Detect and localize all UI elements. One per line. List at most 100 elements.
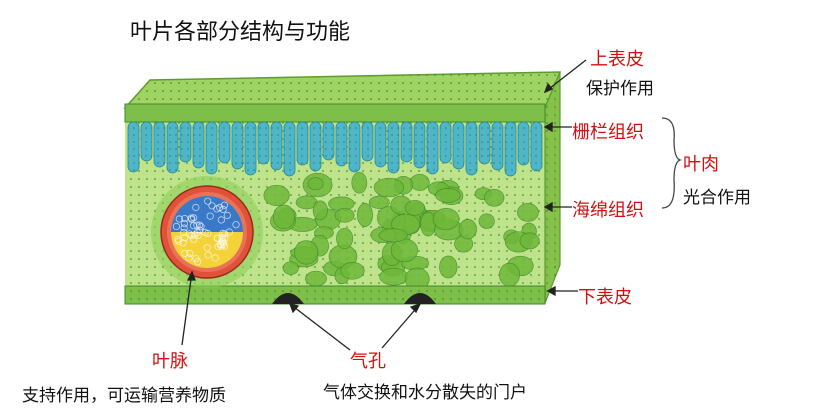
vein-cell	[219, 229, 227, 237]
spongy-cell	[409, 173, 430, 191]
spongy-cell	[294, 240, 319, 265]
vein-cell	[174, 235, 182, 243]
spongy-label: 海绵组织	[572, 200, 644, 221]
palisade-cell-texture	[193, 122, 204, 168]
palisade-cell-texture	[245, 122, 256, 175]
vein-cell	[193, 228, 201, 237]
upper-epidermis-label: 上表皮	[590, 49, 644, 70]
vein-cell	[185, 254, 193, 262]
spongy-cell	[373, 177, 405, 198]
vein-cell	[214, 234, 222, 242]
palisade-cell-texture	[232, 122, 243, 169]
vein-bundle	[151, 176, 263, 288]
palisade-cell-texture	[466, 122, 477, 175]
vein-cell	[217, 216, 225, 224]
vein-cell	[179, 239, 187, 247]
palisade-cell-texture	[258, 122, 269, 164]
spongy-cell	[368, 195, 390, 209]
spongy-cell	[390, 238, 419, 263]
vein-cell	[187, 214, 195, 222]
spongy-cell	[312, 200, 328, 221]
palisade-cell-texture	[518, 122, 529, 165]
vein-cell	[192, 255, 200, 263]
spongy-cell	[439, 255, 458, 279]
palisade-cell-texture	[310, 122, 321, 171]
spongy-cell	[435, 188, 461, 203]
spongy-cell	[404, 200, 426, 216]
vein-cell	[192, 203, 200, 212]
palisade-cell-texture	[427, 122, 438, 174]
palisade-cell-texture	[167, 122, 178, 173]
palisade-cell-texture	[505, 122, 516, 176]
vein-cell	[187, 231, 195, 240]
vein-cell	[180, 224, 188, 232]
vein-cell	[204, 251, 212, 259]
stoma-label: 气孔	[350, 351, 386, 372]
mesophyll-function: 光合作用	[683, 188, 751, 208]
palisade-cell-texture	[219, 122, 230, 163]
vein-cell	[204, 197, 212, 205]
vein-cell	[186, 249, 194, 258]
spongy-cell	[282, 261, 299, 275]
palisade-cell-texture	[479, 122, 490, 164]
pointer-lines	[181, 59, 683, 351]
vein-cell	[197, 223, 205, 231]
spongy-cell	[305, 270, 327, 287]
spongy-cell	[340, 262, 365, 280]
spongy-cell	[519, 232, 540, 250]
vein-cell	[185, 230, 193, 238]
vein-label: 叶脉	[152, 351, 188, 372]
palisade-cell-texture	[323, 122, 334, 160]
palisade-label: 栅栏组织	[572, 122, 644, 143]
vein-cell	[223, 211, 231, 219]
vein-cell	[196, 221, 204, 229]
vein-cell	[211, 254, 219, 262]
palisade-cell-texture	[375, 122, 386, 167]
palisade-cells	[127, 121, 543, 177]
spongy-cell	[263, 184, 290, 206]
spongy-cell	[458, 219, 477, 240]
spongy-cell	[432, 208, 460, 231]
palisade-cell-texture	[180, 122, 191, 162]
vein-cell	[180, 228, 188, 237]
spongy-cell	[484, 188, 505, 207]
palisade-cell-texture	[414, 122, 425, 168]
upper-epidermis-function: 保护作用	[586, 79, 654, 99]
vein-function: 支持作用，可运输营养物质	[22, 386, 226, 406]
vein-cell	[232, 221, 240, 229]
palisade-cell-texture	[141, 122, 152, 161]
palisade-cell-texture	[440, 122, 451, 163]
palisade-cell-texture	[492, 122, 503, 170]
vein-cell	[221, 242, 229, 250]
vein-cell	[193, 221, 201, 229]
vein-cell	[172, 222, 180, 231]
palisade-cell-texture	[401, 122, 412, 162]
spongy-cell	[499, 262, 520, 287]
vein-cell	[181, 234, 189, 242]
vein-cell	[208, 202, 216, 210]
palisade-cell-texture	[206, 122, 217, 174]
palisade-cell-texture	[362, 122, 373, 161]
vein-cell	[219, 240, 228, 248]
palisade-cell-texture	[531, 122, 542, 171]
vein-cell	[220, 201, 228, 209]
spongy-cell	[378, 228, 408, 243]
vein-cell	[219, 205, 227, 213]
stoma-function: 气体交换和水分散失的门户	[323, 383, 527, 403]
palisade-cell-texture	[349, 122, 360, 172]
spongy-cell	[478, 213, 495, 229]
lower-epidermis-label: 下表皮	[578, 287, 632, 308]
vein-cell	[175, 215, 183, 223]
vein-cell	[190, 214, 198, 222]
spongy-cell	[357, 203, 373, 227]
vein-cell	[204, 229, 212, 238]
palisade-cell-texture	[271, 122, 282, 170]
palisade-cell-texture	[297, 122, 308, 165]
diagram-title: 叶片各部分结构与功能	[130, 20, 351, 45]
stoma-openings	[272, 293, 436, 304]
palisade-cell-texture	[388, 122, 399, 173]
spongy-cell	[272, 204, 296, 230]
lower-epidermis	[124, 285, 546, 305]
mesophyll-label: 叶肉	[683, 154, 719, 175]
